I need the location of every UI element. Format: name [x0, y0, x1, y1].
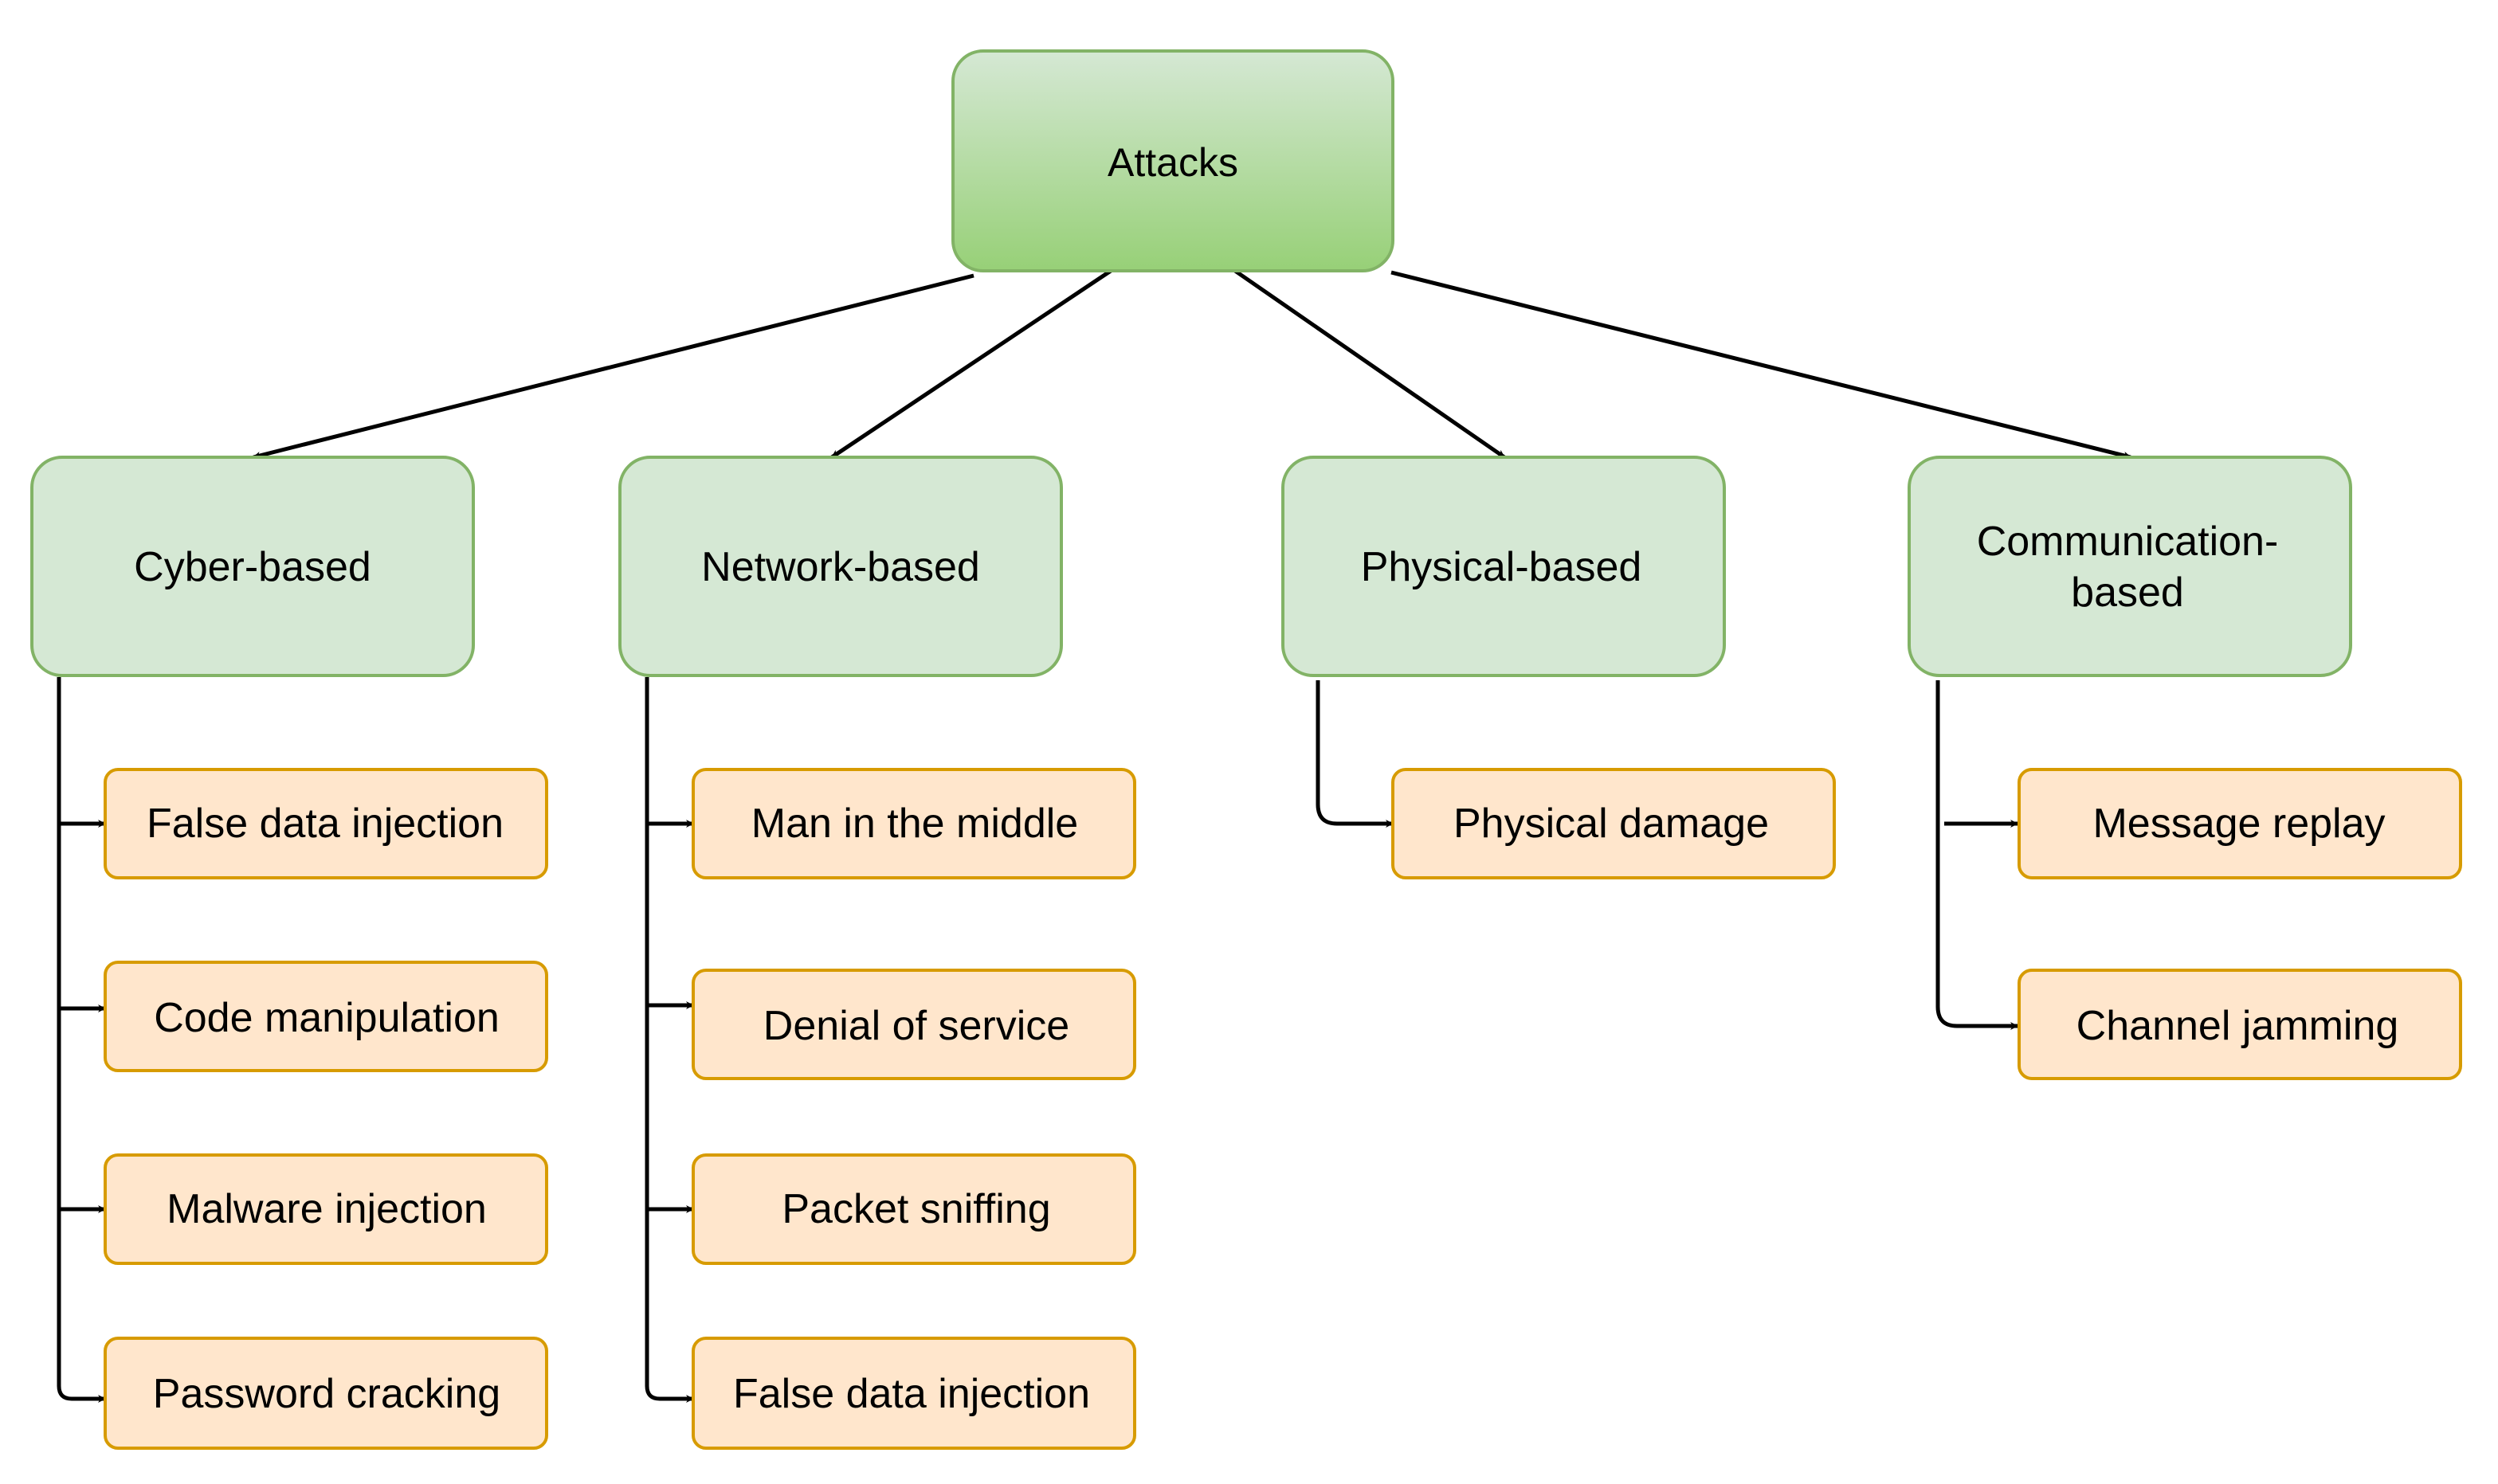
leaf-node: Malware injection	[104, 1153, 548, 1265]
leaf-edges	[57, 677, 2018, 1403]
leaf-node: Man in the middle	[692, 768, 1136, 879]
category-3-label: Physical-based	[1361, 544, 1642, 590]
leaf-node-label: Code manipulation	[154, 995, 500, 1041]
leaf-node-label: Message replay	[2092, 801, 2385, 847]
edge-physical-leaf-1	[1316, 680, 1394, 828]
edge-root-to-category-2	[830, 268, 1112, 460]
leaf-node-label: Physical damage	[1453, 801, 1769, 847]
category-4-label-line-1: Communication-	[1977, 519, 2279, 565]
leaf-node-label: Password cracking	[153, 1371, 500, 1417]
root-edges	[253, 268, 2131, 460]
edge-root-to-category-4	[1390, 270, 2131, 460]
leaf-node-label: Channel jamming	[2076, 1003, 2399, 1049]
root-node-label: Attacks	[1108, 140, 1238, 185]
leaf-node: Password cracking	[104, 1337, 548, 1450]
category-node-1: Cyber-based	[30, 456, 475, 677]
category-1-label: Cyber-based	[134, 544, 371, 590]
edge-cyber-trunk	[57, 677, 106, 1403]
leaf-node-label: Malware injection	[167, 1186, 487, 1232]
leaf-node-label: Denial of service	[763, 1003, 1069, 1049]
leaf-node: False data injection	[104, 768, 548, 879]
leaf-node: Physical damage	[1391, 768, 1836, 879]
leaf-node-label: False data injection	[733, 1371, 1090, 1417]
category-2-label: Network-based	[701, 544, 980, 590]
category-node-3: Physical-based	[1281, 456, 1726, 677]
leaf-node: Denial of service	[692, 969, 1136, 1080]
leaf-node: Packet sniffing	[692, 1153, 1136, 1265]
category-4-label-line-2: based	[2071, 570, 2184, 616]
category-node-2: Network-based	[618, 456, 1063, 677]
leaf-node-label: False data injection	[147, 801, 504, 847]
category-node-4: Communication- based	[1908, 456, 2352, 677]
edge-root-to-category-1	[253, 273, 974, 460]
leaf-node-label: Man in the middle	[751, 801, 1078, 847]
root-node: Attacks	[951, 49, 1394, 272]
leaf-node: Code manipulation	[104, 961, 548, 1072]
leaf-node: Message replay	[2018, 768, 2462, 879]
leaf-node: Channel jamming	[2018, 969, 2462, 1080]
leaf-node: False data injection	[692, 1337, 1136, 1450]
edge-communication-trunk	[1935, 680, 2018, 1030]
edge-network-trunk	[645, 677, 694, 1403]
leaf-node-label: Packet sniffing	[782, 1186, 1050, 1232]
edge-root-to-category-3	[1233, 268, 1506, 460]
